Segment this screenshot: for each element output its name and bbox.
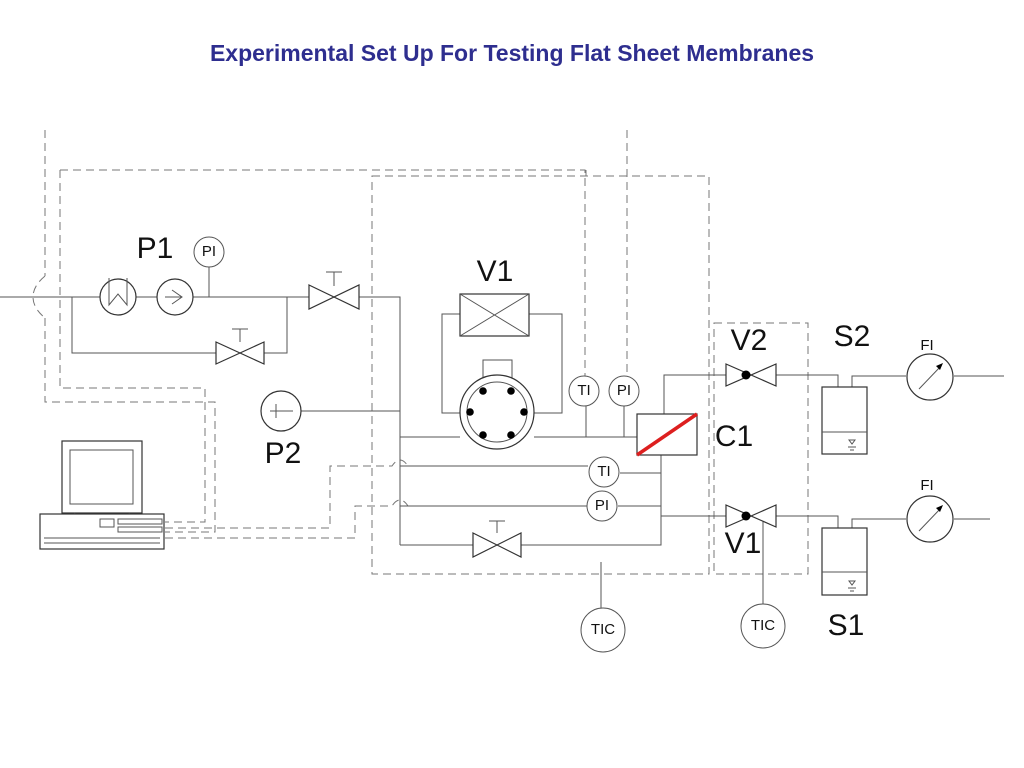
pi-gauge-p1: PI [193, 236, 225, 268]
tic-controller-left: TIC [580, 607, 626, 653]
heater-icon [99, 278, 137, 316]
pi-p1-label: PI [202, 243, 216, 260]
label-p2: P2 [265, 437, 302, 470]
ti-gauge-top: TI [568, 375, 600, 407]
tic-right-label: TIC [751, 617, 775, 634]
pi-gauge-mid: PI [586, 490, 618, 522]
flow-meter-bottom-icon [906, 495, 954, 543]
diagram-title: Experimental Set Up For Testing Flat She… [209, 40, 815, 66]
label-p1: P1 [137, 232, 174, 265]
vessel-s1-icon [821, 527, 868, 596]
tic-left-label: TIC [591, 621, 615, 638]
membrane-cell-icon [636, 412, 698, 457]
flow-meter-top-icon [906, 353, 954, 401]
label-v1-top: V1 [477, 255, 514, 288]
valve-return-icon [472, 520, 522, 558]
fi-bottom-label: FI [920, 477, 933, 494]
pump-p1-icon [156, 278, 194, 316]
pump-p2-icon [260, 390, 302, 432]
ti-top-label: TI [577, 382, 590, 399]
signal-lines [32, 130, 809, 575]
label-s1: S1 [828, 609, 865, 642]
ti-mid-label: TI [597, 463, 610, 480]
pi-gauge-top: PI [608, 375, 640, 407]
vessel-s2-icon [821, 386, 868, 455]
process-lines [0, 263, 1004, 610]
label-s2: S2 [834, 320, 871, 353]
needle-valve-v1-icon [725, 504, 777, 528]
valve-main-icon [308, 271, 360, 310]
label-c1: C1 [715, 420, 753, 453]
switching-valve-icon [459, 293, 530, 337]
tic-controller-right: TIC [740, 603, 786, 649]
ti-gauge-mid: TI [588, 456, 620, 488]
valve-bypass-icon [215, 328, 265, 365]
fi-top-label: FI [920, 337, 933, 354]
label-v1-bottom: V1 [725, 527, 762, 560]
label-v2: V2 [731, 324, 768, 357]
multiport-valve-icon [459, 374, 535, 450]
pi-top-label: PI [617, 382, 631, 399]
needle-valve-v2-icon [725, 363, 777, 387]
computer-icon [39, 440, 165, 550]
pi-mid-label: PI [595, 497, 609, 514]
